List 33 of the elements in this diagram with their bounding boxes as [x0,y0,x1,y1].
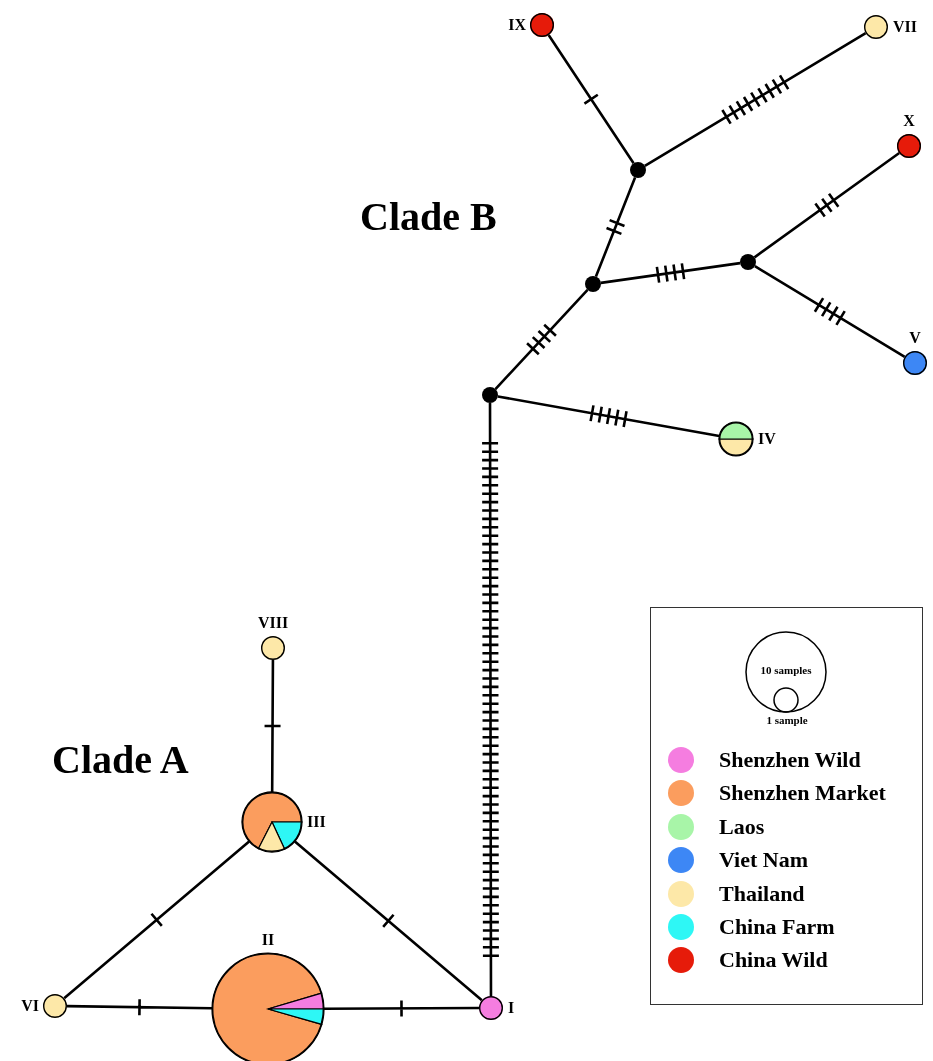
mutation-branch [547,33,635,165]
haplotype-label: VII [893,18,918,36]
mutation-branch [753,151,901,259]
haplotype-label: III [307,813,327,831]
legend-label: China Wild [719,947,828,974]
mutation-branch [480,401,501,998]
mutation-branch [62,840,251,1000]
clade-label: Clade B [360,193,497,240]
mutation-branch [293,840,484,1002]
size-scale-label: 1 sample [766,714,808,726]
haplotype-label: VIII [256,614,290,632]
haplotype-label: V [908,329,922,347]
mutation-branch [643,31,867,168]
haplotype-label: IX [507,16,526,34]
legend-label: Thailand [719,880,805,907]
clade-label: Clade A [52,736,189,783]
mutation-branch [594,176,637,278]
legend-label: Viet Nam [719,847,808,874]
legend-label: Laos [719,813,765,840]
legend-label: Shenzhen Wild [719,747,861,773]
mutation-branch [753,264,907,359]
haplotype-label: II [260,931,276,949]
legend-label: Shenzhen Market [719,780,886,807]
haplotype-label: I [508,999,516,1017]
size-scale-label: 10 samples [760,664,812,676]
mutation-branch [322,999,481,1018]
haplotype-label: IV [758,430,777,448]
mutation-branch [263,658,282,794]
mutation-branch [599,261,742,285]
legend-label: China Farm [719,914,835,940]
haplotype-label: VI [20,997,39,1015]
haplotype-label: X [902,112,916,130]
mutation-branch [494,288,589,391]
